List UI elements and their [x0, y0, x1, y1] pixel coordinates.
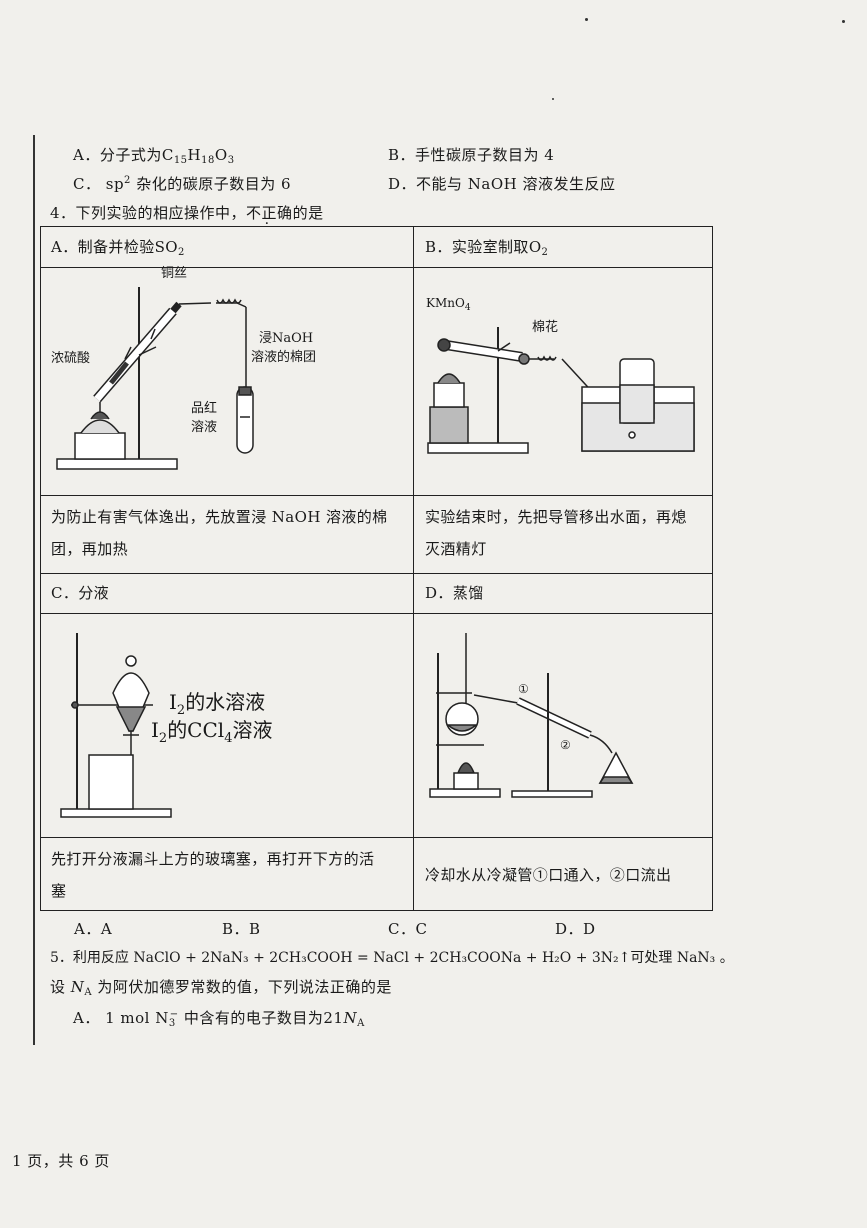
cell-a-operation: 为防止有害气体逸出，先放置浸 NaOH 溶液的棉团，再加热: [51, 508, 388, 558]
label-pinkred-1: 品红: [191, 400, 217, 416]
label-naoh-cotton-2: 溶液的棉团: [251, 349, 316, 365]
q4-choice-c: C．C: [388, 920, 428, 938]
scan-speck: [842, 20, 845, 23]
q3-option-d: D．不能与 NaOH 溶液发生反应: [388, 175, 616, 193]
q5-stem-line2: 设 NA 为阿伏加德罗常数的值，下列说法正确的是: [50, 978, 392, 998]
scan-speck: [552, 98, 554, 100]
q5-option-a: A． 1 mol N3− 中含有的电子数目为21NA: [73, 1009, 365, 1029]
apparatus-d-distillation: ① ②: [429, 633, 634, 798]
cell-d-operation: 冷却水从冷凝管①口通入，②口流出: [425, 866, 672, 884]
label-port-2: ②: [560, 738, 571, 752]
apparatus-b-o2: KMnO4 棉花: [426, 296, 695, 454]
cell-b-operation: 实验结束时，先把导管移出水面，再熄灭酒精灯: [425, 508, 687, 558]
label-cotton: 棉花: [532, 319, 558, 335]
label-lower-layer: I2的CCl4溶液: [151, 718, 272, 746]
label-copper-wire: 铜丝: [161, 266, 187, 281]
label-naoh-cotton-1: 浸NaOH: [259, 331, 313, 346]
apparatus-a-so2: 铜丝 浓硫酸 浸NaOH 溶液的棉团 品红 溶液: [51, 266, 316, 470]
q4-choice-a: A．A: [74, 920, 113, 938]
q4-table: A．制备并检验SO2 B．实验室制取O2 为防止有害气体逸出，先放置浸 NaOH…: [40, 226, 713, 911]
binding-margin-line: [33, 135, 35, 1045]
scan-speck: [585, 18, 588, 21]
label-port-1: ①: [518, 682, 529, 696]
q4-stem: 4．下列实验的相应操作中，不正确的是: [50, 202, 324, 223]
page-footer: 1 页，共 6 页: [12, 1152, 110, 1170]
label-pinkred-2: 溶液: [191, 420, 217, 435]
label-conc-sulfuric-acid: 浓硫酸: [51, 351, 90, 366]
cell-d-title: D．蒸馏: [425, 584, 484, 602]
q4-choice-b: B．B: [222, 920, 261, 938]
q5-reaction-line: 5．利用反应 NaClO + 2NaN₃ + 2CH₃COOH = NaCl +…: [50, 950, 734, 966]
label-upper-layer: I2的水溶液: [169, 690, 265, 718]
apparatus-c-separatory-funnel: I2的水溶液 I2的CCl4溶液: [60, 633, 272, 818]
cell-a-title: A．制备并检验SO2: [51, 238, 185, 258]
q4-emphasis: 不正确: [246, 204, 293, 222]
q3-option-b: B．手性碳原子数目为 4: [388, 146, 555, 164]
label-kmno4: KMnO4: [426, 296, 471, 313]
cell-c-title: C．分液: [51, 584, 110, 602]
q3-option-c: C． sp2 杂化的碳原子数目为 6: [73, 175, 292, 193]
q3-option-a: A．分子式为C15H18O3: [73, 146, 235, 166]
cell-c-operation: 先打开分液漏斗上方的玻璃塞，再打开下方的活塞: [51, 850, 375, 900]
cell-b-title: B．实验室制取O2: [425, 238, 549, 258]
q4-choice-d: D．D: [555, 920, 596, 938]
